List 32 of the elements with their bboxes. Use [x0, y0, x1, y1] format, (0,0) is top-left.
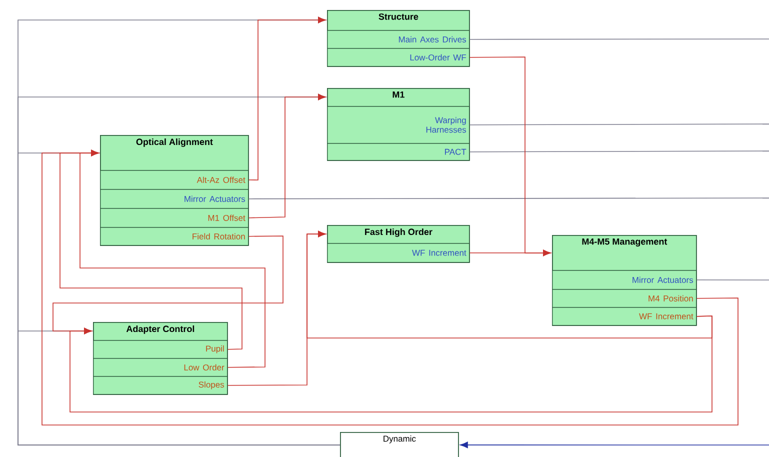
- arrow: [306, 230, 712, 338]
- arrow: [248, 94, 326, 218]
- port-row: Field Rotation: [100, 227, 249, 246]
- port-row: Mirror Actuators: [100, 189, 249, 209]
- signal-line: [696, 279, 769, 280]
- signal-line: [469, 38, 769, 40]
- signal-line: [469, 124, 769, 126]
- port-row: Low-Order WF: [327, 48, 470, 67]
- arrow: [80, 150, 266, 368]
- arrow: [248, 16, 326, 180]
- port-row: Pupil: [93, 340, 228, 359]
- port-row: Main Axes Drives: [327, 30, 470, 49]
- port-row: Low Order: [93, 358, 228, 377]
- arrow: [70, 316, 712, 412]
- port-row: M1 Offset: [100, 208, 249, 228]
- arrow: [52, 236, 284, 334]
- signal-line: [469, 150, 769, 152]
- port-row: M4 Position: [552, 288, 697, 308]
- port-row: Alt-Az Offset: [100, 170, 249, 190]
- port-row: PACT: [327, 143, 470, 161]
- arrow: [60, 150, 242, 350]
- process-box: Dynamic: [340, 432, 459, 457]
- arrow: [42, 150, 738, 426]
- arrow: [469, 250, 551, 256]
- port-row: Mirror Actuators: [552, 270, 697, 290]
- port-row: WF Increment: [552, 307, 697, 326]
- port-row: Slopes: [93, 376, 228, 395]
- arrow: [469, 56, 551, 256]
- port-row: WF Increment: [327, 243, 470, 263]
- arrow: [460, 442, 769, 448]
- signal-line: [248, 198, 769, 200]
- arrow: [18, 328, 340, 446]
